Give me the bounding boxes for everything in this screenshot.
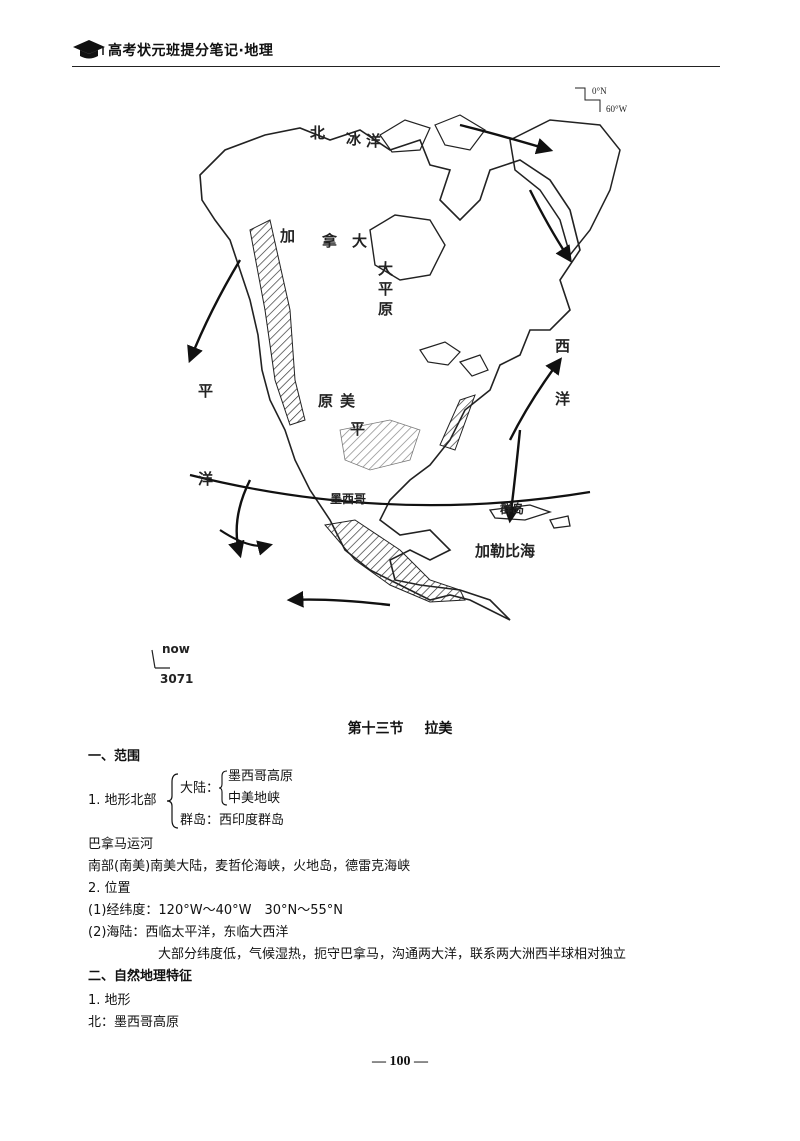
label-central-1: 原 bbox=[318, 392, 334, 410]
panama-canal: 巴拿马运河 bbox=[88, 837, 154, 852]
legend-lat: 0°N bbox=[592, 86, 607, 96]
label-plain-3: 原 bbox=[378, 300, 394, 318]
terrain-north-brace: 1. 地形北部 大陆： 墨西哥高原 中美地峡 群岛：西印度群岛 bbox=[88, 768, 348, 832]
map-drawing bbox=[151, 87, 621, 669]
heading-features: 二、自然地理特征 bbox=[88, 969, 193, 984]
label-note-1: now bbox=[162, 642, 190, 656]
label-pacific-1: 平 bbox=[198, 382, 214, 400]
label-atlantic-1: 西 bbox=[555, 337, 571, 355]
graduation-cap-icon bbox=[73, 40, 105, 59]
label-central-2: 美 bbox=[340, 392, 356, 410]
summary-line: 大部分纬度低，气候湿热，扼守巴拿马，沟通两大洋，联系两大洲西半球相对独立 bbox=[158, 947, 627, 962]
label-islands: 群岛 bbox=[500, 502, 525, 516]
sea-land-line: (2)海陆：西临太平洋，东临大西洋 bbox=[88, 925, 289, 940]
section-number: 第十三节 bbox=[347, 721, 404, 737]
north-line: 北：墨西哥高原 bbox=[88, 1015, 180, 1030]
label-kanada: 加 bbox=[280, 227, 296, 245]
mexico-plateau: 墨西哥高原 bbox=[228, 769, 294, 784]
section-name: 拉美 bbox=[424, 721, 453, 737]
label-plain-2: 平 bbox=[378, 280, 394, 298]
central-isthmus: 中美地峡 bbox=[228, 791, 281, 806]
heading-scope: 一、范围 bbox=[88, 749, 141, 764]
continent-label: 大陆： bbox=[180, 781, 220, 796]
label-caribbean: 加勒比海 bbox=[475, 542, 536, 560]
label-ocean-n: 洋 bbox=[366, 132, 382, 150]
label-beaufort: 北 bbox=[310, 124, 326, 142]
label-ice: 冰 bbox=[346, 130, 362, 148]
inner-brace bbox=[218, 770, 228, 806]
label-pacific-2: 洋 bbox=[198, 470, 214, 488]
latlon-line: (1)经纬度：120°W～40°W 30°N～55°N bbox=[88, 903, 344, 918]
south-line: 南部(南美)南美大陆，麦哲伦海峡，火地岛，德雷克海峡 bbox=[88, 859, 411, 874]
label-note-2: 3071 bbox=[160, 672, 194, 686]
terrain-heading: 1. 地形 bbox=[88, 993, 131, 1008]
page-header: 高考状元班提分笔记·地理 bbox=[72, 36, 720, 67]
label-central-3: 平 bbox=[350, 420, 366, 438]
label-plain-1: 大 bbox=[378, 260, 394, 278]
label-na: 拿 bbox=[322, 232, 338, 250]
header-title: 高考状元班提分笔记·地理 bbox=[108, 43, 274, 59]
section-title: 第十三节 拉美 bbox=[0, 718, 800, 738]
islands-line: 群岛：西印度群岛 bbox=[180, 813, 285, 828]
page-number: — 100 — bbox=[372, 1054, 428, 1069]
legend-lon: 60°W bbox=[606, 104, 628, 114]
label-da: 大 bbox=[352, 232, 368, 250]
label-atlantic-2: 洋 bbox=[555, 390, 571, 408]
north-america-sketch-map: 0°N 60°W 北 冰 洋 加 拿 大 大 平 原 西 洋 原 美 平 平 洋… bbox=[130, 80, 670, 695]
continent-outline bbox=[199, 127, 581, 621]
label-mexico: 墨西哥 bbox=[330, 492, 367, 506]
position-heading: 2. 位置 bbox=[88, 881, 131, 896]
outer-brace bbox=[166, 773, 179, 829]
item1-label: 1. 地形北部 bbox=[88, 793, 157, 808]
